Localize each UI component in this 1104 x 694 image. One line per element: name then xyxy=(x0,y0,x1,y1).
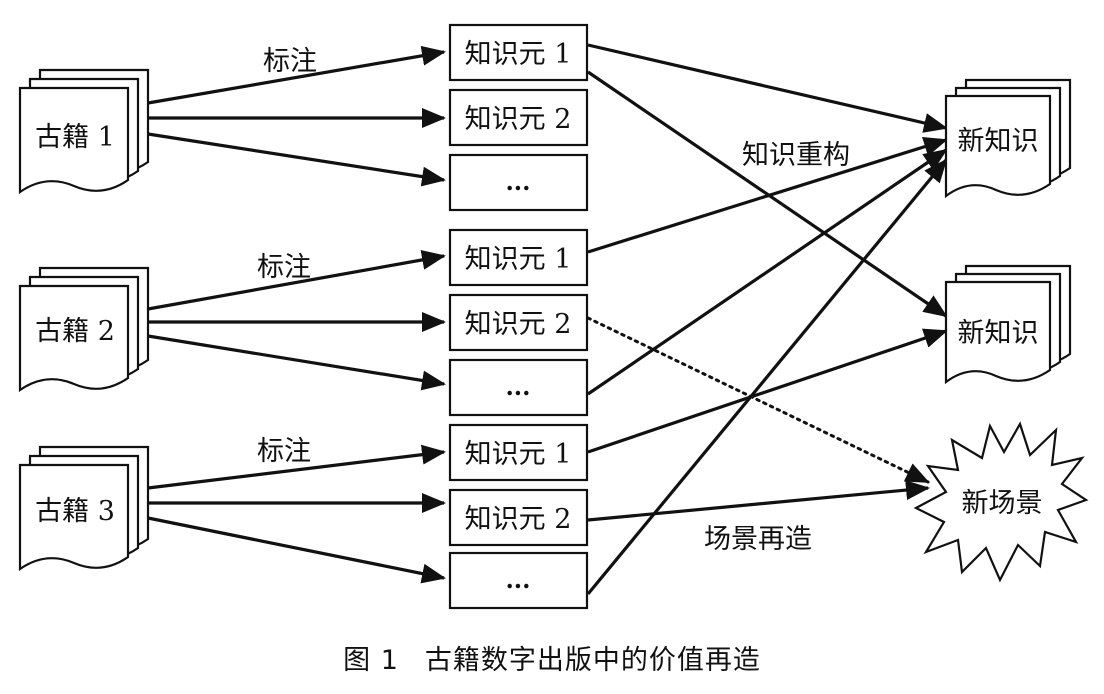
annotate-label: 标注 xyxy=(257,252,311,283)
edge-book3-unit3 xyxy=(147,516,446,584)
knowledge-unit-label: 知识元 2 xyxy=(465,504,572,535)
knowledge-unit-box xyxy=(448,88,589,147)
edge-book1-unit3 xyxy=(147,132,446,187)
knowledge-unit-box xyxy=(448,228,589,287)
book-2: 古籍 2 xyxy=(18,266,150,393)
edge-g3u2-scene xyxy=(587,480,930,522)
knowledge-unit-box xyxy=(448,358,589,417)
knowledge-unit-label: 知识元 2 xyxy=(465,104,572,135)
output-label: 新场景 xyxy=(962,488,1043,519)
annotate-label: 标注 xyxy=(257,436,311,467)
output-label: 新知识 xyxy=(958,318,1039,349)
edge-book2-unit3 xyxy=(147,334,446,391)
edge-book1-unit1 xyxy=(147,45,446,105)
value-recreation-diagram: 古籍 1 古籍 2 古籍 3 知识元 1 知识元 2 ... 知识元 1 xyxy=(18,23,1089,610)
knowledge-unit-box xyxy=(448,423,589,482)
edge-g1u1-new2 xyxy=(587,70,948,318)
unit-group-3: 知识元 1 知识元 2 ... xyxy=(448,423,589,610)
knowledge-unit-box xyxy=(448,293,589,352)
knowledge-unit-label: ... xyxy=(505,372,530,401)
book-1: 古籍 1 xyxy=(18,68,150,195)
new-scene: 新场景 xyxy=(913,421,1089,583)
caption-number: 图 1 xyxy=(343,645,399,676)
unit-group-1: 知识元 1 知识元 2 ... xyxy=(448,23,589,212)
new-knowledge-1: 新知识 xyxy=(944,78,1072,199)
edge-g3u1-new2 xyxy=(587,328,948,454)
knowledge-unit-box xyxy=(448,488,589,547)
knowledge-unit-label: 知识元 2 xyxy=(465,309,572,340)
knowledge-unit-label: 知识元 1 xyxy=(465,244,572,275)
knowledge-unit-box xyxy=(448,551,589,610)
annotate-label: 标注 xyxy=(263,46,317,77)
edges xyxy=(147,43,948,596)
edge-book3-unit1 xyxy=(147,444,446,490)
output-label: 新知识 xyxy=(958,126,1039,157)
figure-caption: 图 1 古籍数字出版中的价值再造 xyxy=(0,638,1104,677)
edge-g1u1-new1 xyxy=(587,43,948,133)
book-3: 古籍 3 xyxy=(18,445,150,572)
knowledge-unit-label: 知识元 1 xyxy=(465,439,572,470)
reconstruct-label: 知识重构 xyxy=(742,140,850,171)
new-knowledge-2: 新知识 xyxy=(944,264,1072,385)
knowledge-unit-label: 知识元 1 xyxy=(465,39,572,70)
knowledge-unit-box xyxy=(448,23,589,82)
edge-g2u3-new1 xyxy=(587,148,948,396)
caption-title: 古籍数字出版中的价值再造 xyxy=(424,645,761,676)
book-label: 古籍 1 xyxy=(35,122,115,153)
book-label: 古籍 3 xyxy=(35,496,115,527)
scene-recreate-label: 场景再造 xyxy=(704,524,812,555)
burst-shape xyxy=(913,421,1089,583)
unit-group-2: 知识元 1 知识元 2 ... xyxy=(448,228,589,417)
edge-g2u1-new1 xyxy=(587,137,948,254)
knowledge-unit-label: ... xyxy=(505,167,530,196)
edge-book2-unit1 xyxy=(147,250,446,311)
edge-g3u3-new1 xyxy=(586,158,948,596)
book-label: 古籍 2 xyxy=(35,316,115,347)
knowledge-unit-box xyxy=(448,153,589,212)
knowledge-unit-label: ... xyxy=(505,565,530,594)
edge-g2u2-scene-dotted xyxy=(586,316,930,484)
